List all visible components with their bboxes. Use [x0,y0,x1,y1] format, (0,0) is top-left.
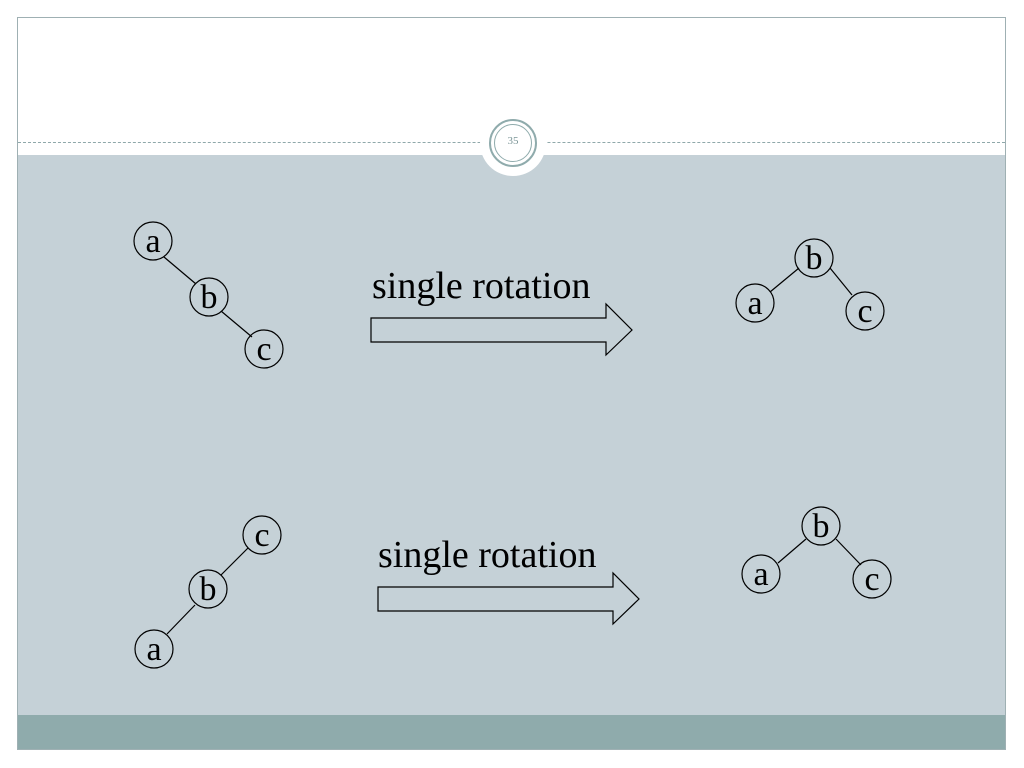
tree-node: a [741,554,781,594]
edge-b-a [166,604,196,635]
page-number: 35 [507,135,519,147]
edge-b-a [777,538,807,564]
node-label: b [201,279,218,316]
node-label: b [813,508,830,545]
tree-node: b [188,569,228,609]
tree-node: c [852,559,892,599]
tree-node: a [134,629,174,669]
page-number-ring [489,119,537,167]
edge-c-b [220,547,249,576]
node-label: c [254,517,269,554]
edge-b-c [220,310,253,338]
footer-band [18,715,1005,749]
tree-node: b [794,238,834,278]
node-label: c [256,331,271,368]
right-arrow-icon [370,302,633,357]
after-tree-1: b a c [735,238,885,331]
edge-b-c [835,538,862,566]
tree-node: a [133,221,173,261]
edge-b-c [829,267,853,296]
node-label: c [864,561,879,598]
before-tree-2: c b a [134,515,282,669]
node-label: b [806,240,823,277]
node-label: a [747,285,762,322]
edge-a-b [163,256,197,285]
node-label: a [145,223,160,260]
edge-b-a [769,267,800,293]
tree-node: c [242,515,282,555]
tree-node: a [735,283,775,323]
node-label: a [753,556,768,593]
node-label: b [200,571,217,608]
tree-node: b [801,506,841,546]
rotation-caption: single rotation [378,534,596,576]
node-label: a [146,631,161,668]
content-area [18,155,1005,715]
right-arrow-icon [377,571,640,626]
before-tree-1: a b c [133,221,284,369]
rotation-caption: single rotation [372,265,590,307]
node-label: c [857,293,872,330]
after-tree-2: b a c [741,506,892,599]
tree-node: c [845,291,885,331]
tree-node: c [244,329,284,369]
tree-node: b [189,277,229,317]
